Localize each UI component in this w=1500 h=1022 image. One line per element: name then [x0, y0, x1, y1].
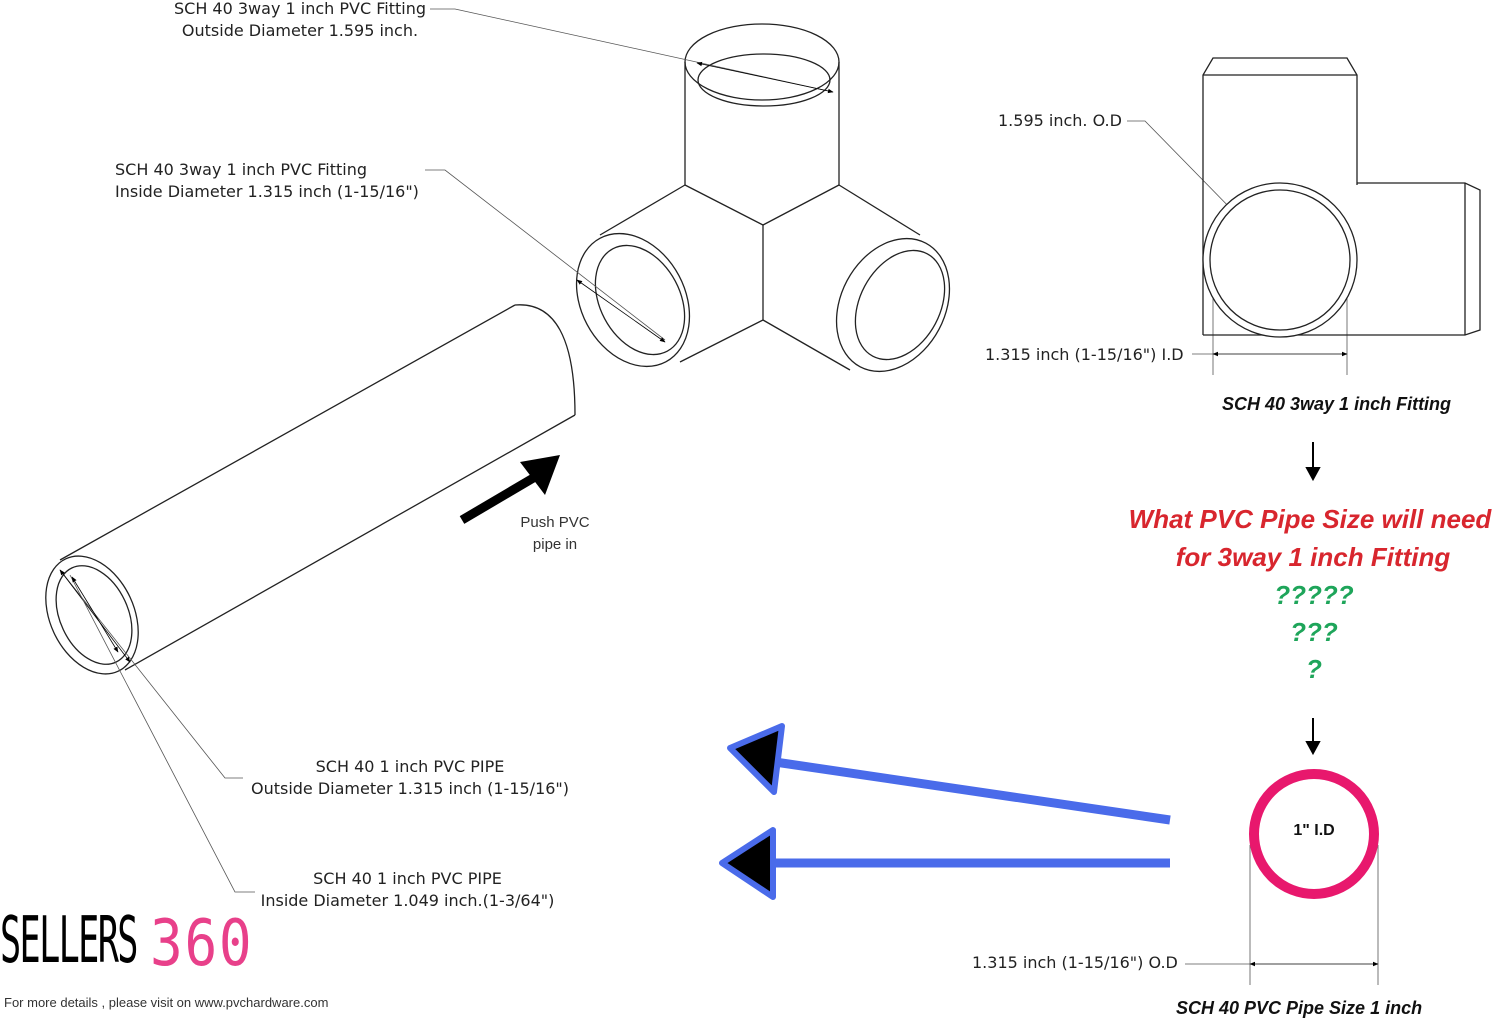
label-line: Outside Diameter 1.315 inch (1-15/16") — [250, 779, 570, 798]
fitting-caption: SCH 40 3way 1 inch Fitting — [1222, 394, 1452, 414]
push-label: Push PVC pipe in — [505, 512, 605, 556]
three-way-fitting-iso — [575, 23, 951, 373]
question-marks-3: ? — [1306, 654, 1322, 684]
label-line: SCH 40 1 inch PVC PIPE — [315, 757, 505, 776]
label-pipe-id: SCH 40 1 inch PVC PIPE Inside Diameter 1… — [250, 868, 565, 912]
label-line: Push PVC — [520, 514, 590, 531]
label-right-od: 1.595 inch. O.D — [998, 111, 1122, 130]
footer-note: For more details , please visit on www.p… — [4, 995, 329, 1010]
question-line-2: for 3way 1 inch Fitting — [1175, 542, 1451, 572]
pipe-cross-section — [1249, 769, 1379, 899]
label-line: Outside Diameter 1.595 inch. — [181, 21, 419, 40]
label-fitting-od: SCH 40 3way 1 inch PVC Fitting Outside D… — [155, 0, 445, 42]
label-line: Inside Diameter 1.049 inch.(1-3/64") — [260, 891, 555, 910]
label-line: Inside Diameter 1.315 inch (1-15/16") — [115, 182, 419, 201]
label-line: SCH 40 3way 1 inch PVC Fitting — [115, 160, 368, 179]
question-marks-2: ??? — [1290, 617, 1338, 647]
pipe-caption: SCH 40 PVC Pipe Size 1 inch — [1176, 998, 1423, 1018]
label-right-id: 1.315 inch (1-15/16") I.D — [985, 345, 1184, 364]
logo-text: SELLERS — [0, 904, 138, 978]
label-pipe-od-dim: 1.315 inch (1-15/16") O.D — [972, 953, 1178, 972]
blue-arrow-icons — [719, 723, 1171, 900]
label-line: SCH 40 3way 1 inch PVC Fitting — [173, 0, 426, 18]
label-line: pipe in — [532, 536, 578, 553]
down-arrows — [1305, 442, 1321, 756]
question-line-1: What PVC Pipe Size will need — [1128, 504, 1492, 534]
leader-lines — [59, 8, 1379, 985]
push-arrow-icon — [459, 455, 560, 524]
label-fitting-id: SCH 40 3way 1 inch PVC Fitting Inside Di… — [115, 159, 419, 203]
logo-number: 360 — [150, 907, 254, 981]
label-pipe-od: SCH 40 1 inch PVC PIPE Outside Diameter … — [245, 756, 575, 800]
label-line: SCH 40 1 inch PVC PIPE — [313, 869, 502, 888]
three-way-fitting-front — [1202, 57, 1481, 338]
pipe-id-label: 1" I.D — [1293, 822, 1335, 839]
question-marks-1: ????? — [1274, 580, 1354, 610]
